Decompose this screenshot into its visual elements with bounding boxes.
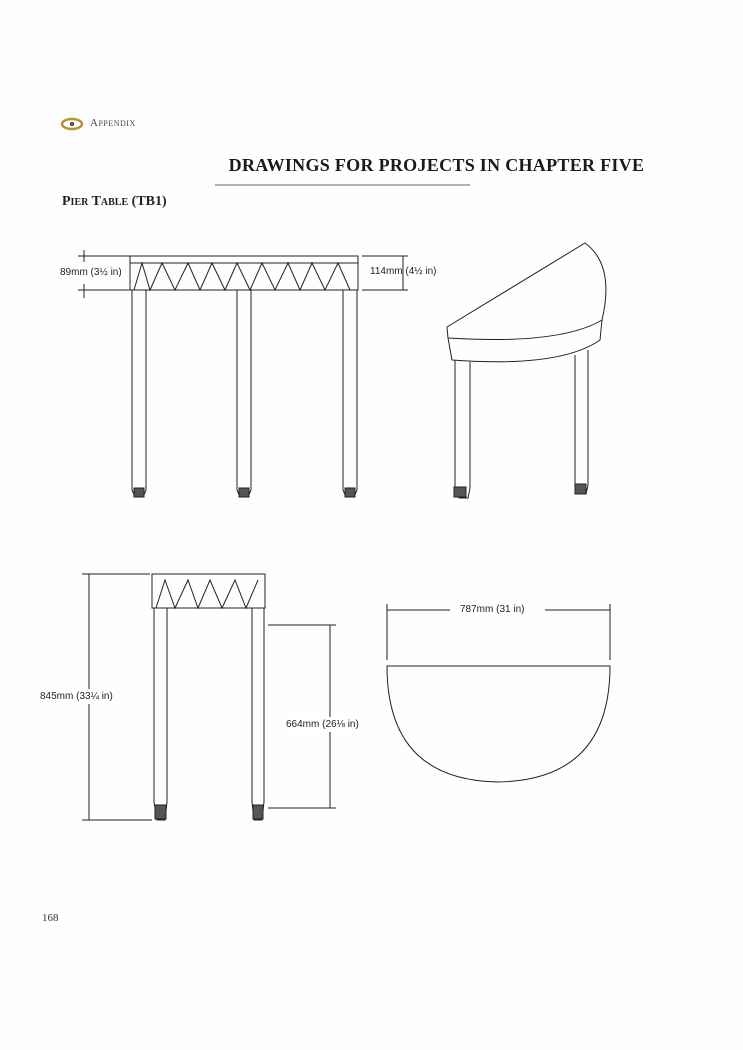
dim-leg-height: 664mm (26⅛ in) [286,717,359,732]
section-label: Appendix [90,117,136,129]
page-title: DRAWINGS FOR PROJECTS IN CHAPTER FIVE [228,155,645,175]
side-elevation [82,573,336,821]
project-heading: Pier Table (TB1) [62,194,167,209]
ornament-icon [60,117,84,131]
dim-apron-outer: 114mm (4½ in) [370,266,437,277]
page-number: 168 [42,912,59,924]
plan-view [386,604,611,783]
dim-apron-inner: 89mm (3½ in) [60,267,122,278]
front-elevation [78,250,408,498]
dim-width: 787mm (31 in) [460,604,525,615]
perspective-view [446,242,607,499]
dim-total-height: 845mm (33¼ in) [40,689,113,704]
